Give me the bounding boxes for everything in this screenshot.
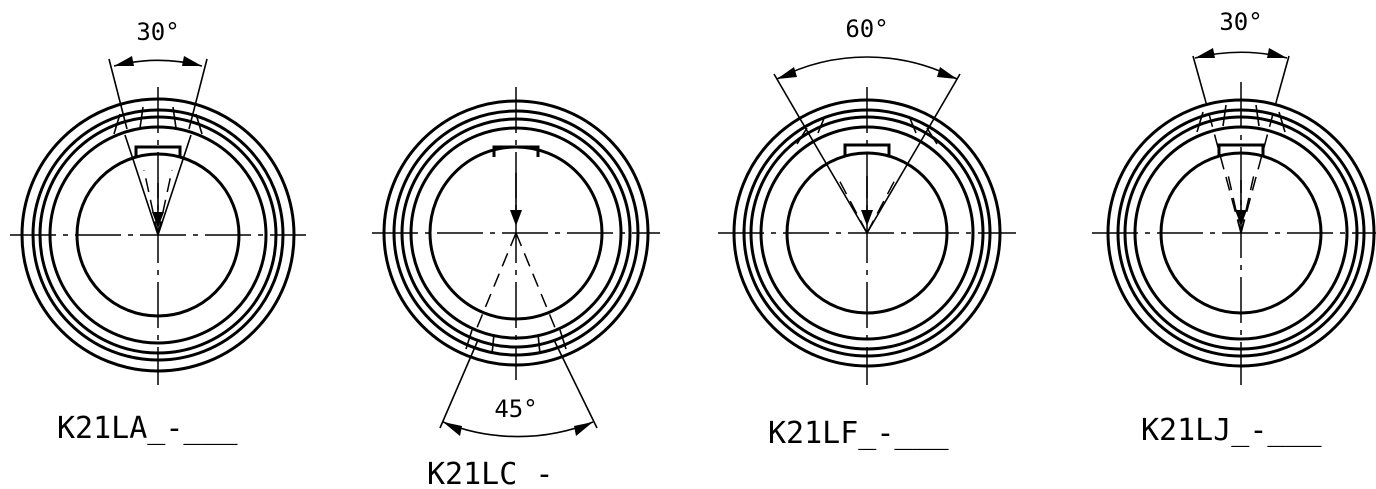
- angle-label: 30°: [136, 18, 179, 46]
- angle-dimension: 30°: [113, 18, 203, 67]
- angle-construction: [773, 73, 961, 234]
- part-number-label: K21LF_-___: [768, 416, 950, 451]
- center-lines: [10, 87, 306, 385]
- figure-k21lf: 60° K21LF_-___: [718, 15, 1016, 451]
- part-number-label: K21LJ_-___: [1141, 413, 1323, 448]
- angle-label: 45°: [494, 395, 537, 423]
- angle-label: 60°: [845, 15, 888, 43]
- center-lines: [1092, 82, 1376, 385]
- angle-construction: [108, 58, 208, 236]
- part-number-label: K21LC_-___: [427, 457, 609, 489]
- part-number-label: K21LA_-___: [57, 411, 239, 446]
- figure-k21la: 30° K21LA_-___: [10, 18, 306, 446]
- angle-dimension: 45°: [442, 395, 594, 438]
- angle-dimension: 30°: [1194, 8, 1288, 59]
- angle-construction: [439, 173, 598, 429]
- figure-k21lc: 45° K21LC_-___: [372, 87, 660, 489]
- angle-label: 30°: [1219, 8, 1262, 36]
- angle-construction: [1192, 55, 1290, 234]
- angle-dimension: 60°: [776, 15, 958, 80]
- figure-k21lj: 30° K21LJ_-___: [1092, 8, 1376, 448]
